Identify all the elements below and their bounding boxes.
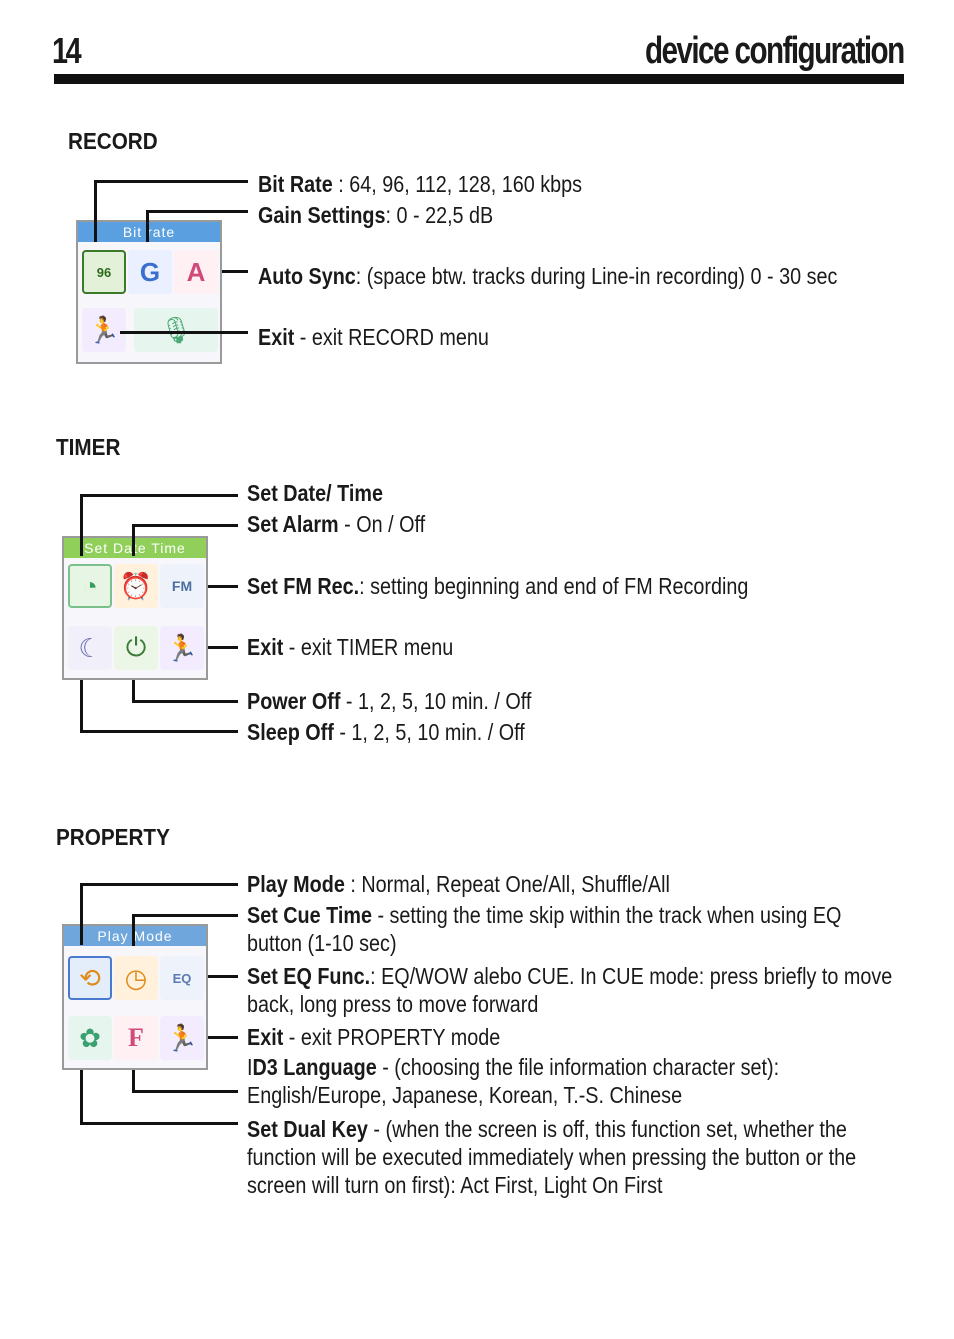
property-item-set-cue-time: Set Cue Time - setting the time skip wit…	[247, 902, 842, 956]
date-time-icon: ◔	[68, 564, 112, 608]
cue-time-icon: ◷	[114, 956, 158, 1000]
record-item-bit-rate: Bit Rate : 64, 96, 112, 128, 160 kbps	[258, 171, 583, 197]
property-item-exit: Exit - exit PROPERTY mode	[247, 1024, 501, 1050]
timer-item-set-alarm: Set Alarm - On / Off	[247, 511, 426, 537]
record-screen-caption: Bit rate	[78, 222, 220, 242]
timer-item-sleep-off: Sleep Off - 1, 2, 5, 10 min. / Off	[247, 719, 525, 745]
font-language-icon: F	[114, 1016, 158, 1060]
exit-icon: 🏃	[82, 308, 126, 352]
property-item-set-eq-func: Set EQ Func.: EQ/WOW alebo CUE. In CUE m…	[247, 963, 893, 1017]
property-item-id3-language: ID3 Language - (choosing the file inform…	[247, 1054, 780, 1108]
property-item-play-mode: Play Mode : Normal, Repeat One/All, Shuf…	[247, 871, 670, 897]
page-title: device configuration	[645, 30, 905, 72]
timer-item-power-off: Power Off - 1, 2, 5, 10 min. / Off	[247, 688, 532, 714]
bitrate-icon: 96	[82, 250, 126, 294]
gain-icon: G	[128, 250, 172, 294]
timer-heading: TIMER	[56, 434, 121, 460]
timer-screen: Set Date Time ◔ ⏰ FM ☾ ⏻ 🏃	[62, 536, 208, 680]
play-mode-icon: ⟲	[68, 956, 112, 1000]
record-item-exit: Exit - exit RECORD menu	[258, 324, 489, 350]
record-heading: RECORD	[68, 128, 158, 154]
record-item-gain-settings: Gain Settings: 0 - 22,5 dB	[258, 202, 494, 228]
eq-icon: EQ	[160, 956, 204, 1000]
property-screen-caption: Play Mode	[64, 926, 206, 946]
timer-item-set-fm-rec: Set FM Rec.: setting beginning and end o…	[247, 573, 749, 599]
exit-icon: 🏃	[160, 1016, 204, 1060]
page-number: 14	[52, 30, 82, 71]
microphone-icon: 🎙	[134, 308, 218, 352]
timer-screen-caption: Set Date Time	[64, 538, 206, 558]
auto-sync-icon: A	[174, 250, 218, 294]
property-item-set-dual-key: Set Dual Key - (when the screen is off, …	[247, 1116, 857, 1198]
dual-key-icon: ✿	[68, 1016, 112, 1060]
timer-item-set-date-time: Set Date/ Time	[247, 480, 383, 506]
power-plug-icon: ⏻	[114, 626, 158, 670]
record-screen: Bit rate 96 G A 🏃 🎙	[76, 220, 222, 364]
header-rule	[54, 74, 904, 84]
property-screen: Play Mode ⟲ ◷ EQ ✿ F 🏃	[62, 924, 208, 1070]
sleep-icon: ☾	[68, 626, 112, 670]
timer-item-exit: Exit - exit TIMER menu	[247, 634, 454, 660]
record-item-auto-sync: Auto Sync: (space btw. tracks during Lin…	[258, 263, 838, 289]
exit-icon: 🏃	[160, 626, 204, 670]
property-heading: PROPERTY	[56, 824, 170, 850]
alarm-clock-icon: ⏰	[114, 564, 158, 608]
fm-record-icon: FM	[160, 564, 204, 608]
